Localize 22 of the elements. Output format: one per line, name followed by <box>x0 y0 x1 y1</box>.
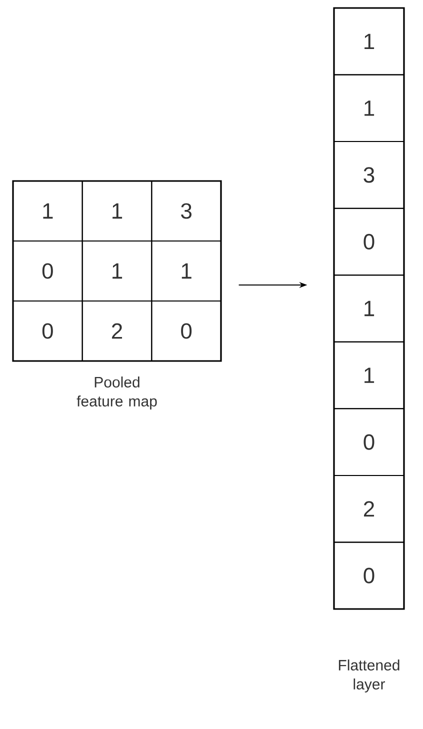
caption: Pooled feature map <box>76 376 157 410</box>
grid-cell: 0 <box>151 300 222 362</box>
grid-cell: 1 <box>334 74 404 142</box>
grid-cell: 1 <box>12 180 83 242</box>
grid-cell: 0 <box>334 408 404 476</box>
grid-cell: 0 <box>334 542 404 610</box>
grid-cell: 3 <box>151 180 222 242</box>
grid-cell: 1 <box>334 8 404 76</box>
grid-frame <box>333 7 405 610</box>
caption: Flattened layer <box>338 660 400 692</box>
grid-cell: 0 <box>334 208 404 276</box>
grid-cell: 1 <box>334 274 404 342</box>
grid-cell: 3 <box>334 141 404 209</box>
grid-cell: 1 <box>82 180 152 242</box>
grid-cell: 2 <box>334 474 404 543</box>
grid-cell: 1 <box>82 240 152 302</box>
grid-frame <box>12 180 222 362</box>
grid-cell: 2 <box>82 300 152 362</box>
grid-cell: 1 <box>334 341 404 410</box>
grid-cell: 0 <box>12 300 83 362</box>
grid-cell: 1 <box>151 240 222 302</box>
grid-cell: 0 <box>12 240 83 302</box>
